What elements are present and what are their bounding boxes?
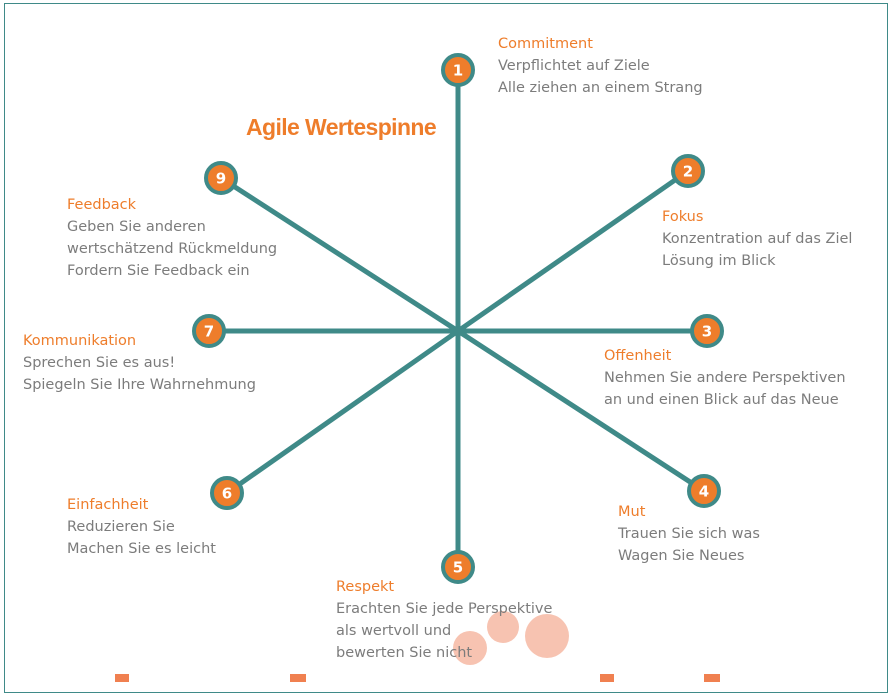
value-mut: Mut Trauen Sie sich was Wagen Sie Neues: [618, 501, 760, 567]
spoke-2: [455, 168, 691, 334]
value-line: bewerten Sie nicht: [336, 645, 473, 661]
value-fokus: Fokus Konzentration auf das Ziel Lösung …: [662, 206, 852, 272]
node-number: 5: [453, 559, 463, 577]
node-5: 5: [441, 550, 475, 584]
deco-circle: [453, 631, 487, 665]
value-einfachheit: Einfachheit Reduzieren Sie Machen Sie es…: [67, 494, 216, 560]
spokes: [206, 67, 710, 570]
spoke-4: [455, 328, 707, 494]
value-title: Mut: [618, 504, 646, 520]
node-4: 4: [687, 474, 721, 508]
value-title: Feedback: [67, 197, 137, 213]
value-line: Alle ziehen an einem Strang: [498, 80, 703, 96]
node-7: 7: [192, 314, 226, 348]
node-number: 3: [702, 323, 712, 341]
value-offenheit: Offenheit Nehmen Sie andere Perspektiven…: [604, 345, 846, 411]
node-3: 3: [690, 314, 724, 348]
value-respekt: Respekt Erachten Sie jede Perspektive al…: [336, 576, 552, 664]
node-number: 2: [683, 163, 693, 181]
value-line: als wertvoll und: [336, 623, 452, 639]
value-title: Einfachheit: [67, 497, 149, 513]
deco-stroke: [115, 674, 129, 682]
value-title: Fokus: [662, 209, 704, 225]
value-line: wertschätzend Rückmeldung: [67, 241, 278, 257]
value-line: Geben Sie anderen: [67, 219, 206, 235]
deco-circle: [525, 614, 569, 658]
value-line: Reduzieren Sie: [67, 519, 175, 535]
value-title: Commitment: [498, 36, 593, 52]
node-number: 6: [222, 485, 232, 503]
deco-stroke: [704, 674, 720, 682]
value-line: Trauen Sie sich was: [618, 526, 760, 542]
value-line: Konzentration auf das Ziel: [662, 231, 853, 247]
value-line: Spiegeln Sie Ihre Wahrnehmung: [23, 377, 256, 393]
value-title: Offenheit: [604, 348, 672, 364]
decorative-circles: [453, 611, 569, 665]
deco-stroke: [290, 674, 306, 682]
value-line: Wagen Sie Neues: [618, 548, 745, 564]
node-number: 4: [699, 483, 709, 501]
node-9: 9: [204, 161, 238, 195]
decorative-letter-tips: [115, 674, 720, 682]
value-title: Kommunikation: [23, 333, 137, 349]
node-2: 2: [671, 154, 705, 188]
value-commitment: Commitment Verpflichtet auf Ziele Alle z…: [498, 33, 703, 99]
value-feedback: Feedback Geben Sie anderen wertschätzend…: [67, 194, 277, 282]
deco-stroke: [600, 674, 614, 682]
value-line: Verpflichtet auf Ziele: [498, 58, 650, 74]
value-line: Sprechen Sie es aus!: [23, 355, 176, 371]
value-line: Erachten Sie jede Perspektive: [336, 601, 553, 617]
node-number: 1: [453, 62, 463, 80]
node-number: 9: [216, 170, 226, 188]
value-line: Nehmen Sie andere Perspektiven: [604, 370, 846, 386]
value-title: Respekt: [336, 579, 395, 595]
value-line: Fordern Sie Feedback ein: [67, 263, 250, 279]
value-line: Machen Sie es leicht: [67, 541, 216, 557]
node-6: 6: [210, 476, 244, 510]
value-line: Lösung im Blick: [662, 253, 776, 269]
deco-circle: [487, 611, 519, 643]
value-kommunikation: Kommunikation Sprechen Sie es aus! Spieg…: [23, 330, 256, 396]
node-1: 1: [441, 53, 475, 87]
node-number: 7: [204, 323, 214, 341]
spoke-9: [218, 175, 461, 334]
diagram-title: Agile Wertespinne: [246, 114, 437, 140]
spoke-6: [224, 328, 461, 496]
value-line: an und einen Blick auf das Neue: [604, 392, 839, 408]
